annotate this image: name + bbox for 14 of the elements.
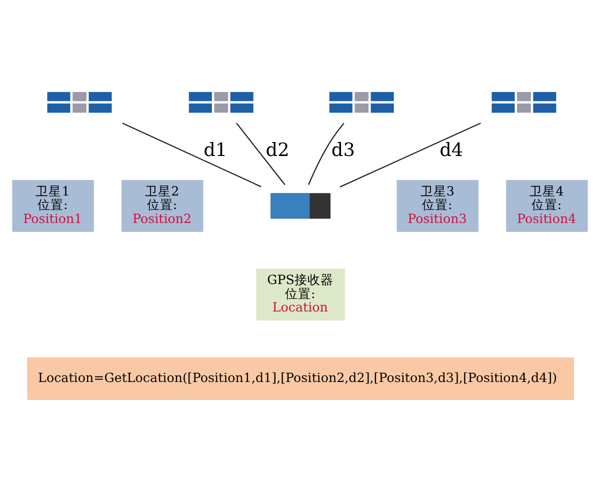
edge-label: d4: [440, 140, 464, 161]
node-box: 卫星4 位置: Position4: [506, 180, 588, 232]
edge-label: d2: [266, 140, 290, 161]
connector: [122, 122, 262, 187]
connector: [340, 122, 481, 187]
connector: [308, 122, 344, 184]
node-box: 卫星3 位置: Position3: [396, 180, 478, 232]
node-box: 卫星1 位置: Position1: [12, 180, 94, 232]
edge-label: d1: [204, 140, 228, 161]
edge-label: d3: [331, 140, 355, 161]
node-box: 卫星2 位置: Position2: [122, 180, 204, 232]
node-box: GPS接收器 位置: Location: [256, 268, 345, 320]
connector: [236, 122, 286, 185]
node-box: Location=GetLocation([Position1,d1],[Position2,d2],[Positon3,d3],[Position4,d4]): [27, 356, 574, 400]
